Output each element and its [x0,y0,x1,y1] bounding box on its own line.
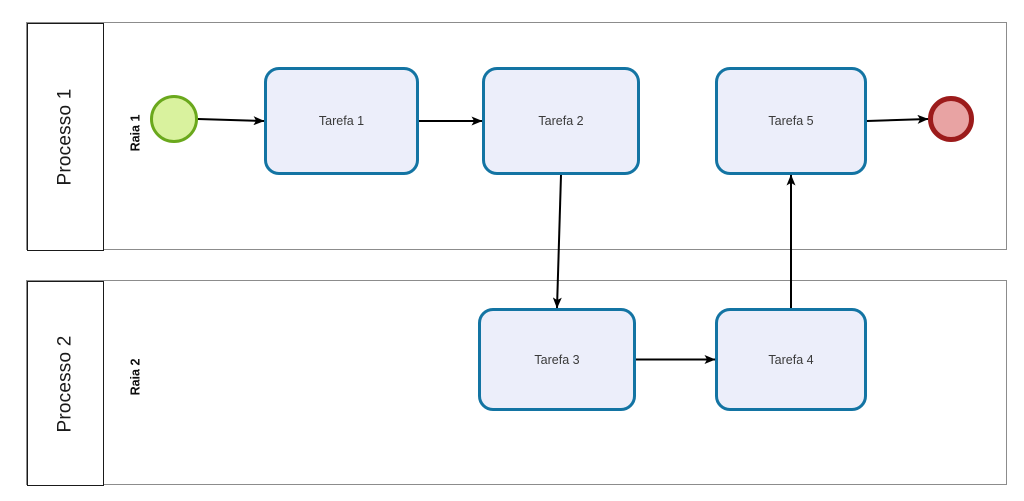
pool-header-label-processo-1: Processo 1 [54,88,76,186]
end-event-circle[interactable] [928,96,974,142]
pool-header-processo-1[interactable]: Processo 1 [27,23,104,251]
task-tarefa-5[interactable]: Tarefa 5 [715,67,867,175]
start-event-circle[interactable] [150,95,198,143]
pool-header-processo-2[interactable]: Processo 2 [27,281,104,486]
task-label-tarefa-2: Tarefa 2 [538,114,584,128]
task-label-tarefa-5: Tarefa 5 [768,114,814,128]
lane-label-raia-1: Raia 1 [128,114,143,152]
task-tarefa-3[interactable]: Tarefa 3 [478,308,636,411]
pool-header-label-processo-2: Processo 2 [54,334,76,433]
task-tarefa-1[interactable]: Tarefa 1 [264,67,419,175]
task-tarefa-2[interactable]: Tarefa 2 [482,67,640,175]
task-label-tarefa-3: Tarefa 3 [534,352,580,367]
lane-label-raia-2: Raia 2 [128,358,143,396]
task-label-tarefa-4: Tarefa 4 [768,352,814,367]
task-label-tarefa-1: Tarefa 1 [318,114,365,128]
task-tarefa-4[interactable]: Tarefa 4 [715,308,867,411]
